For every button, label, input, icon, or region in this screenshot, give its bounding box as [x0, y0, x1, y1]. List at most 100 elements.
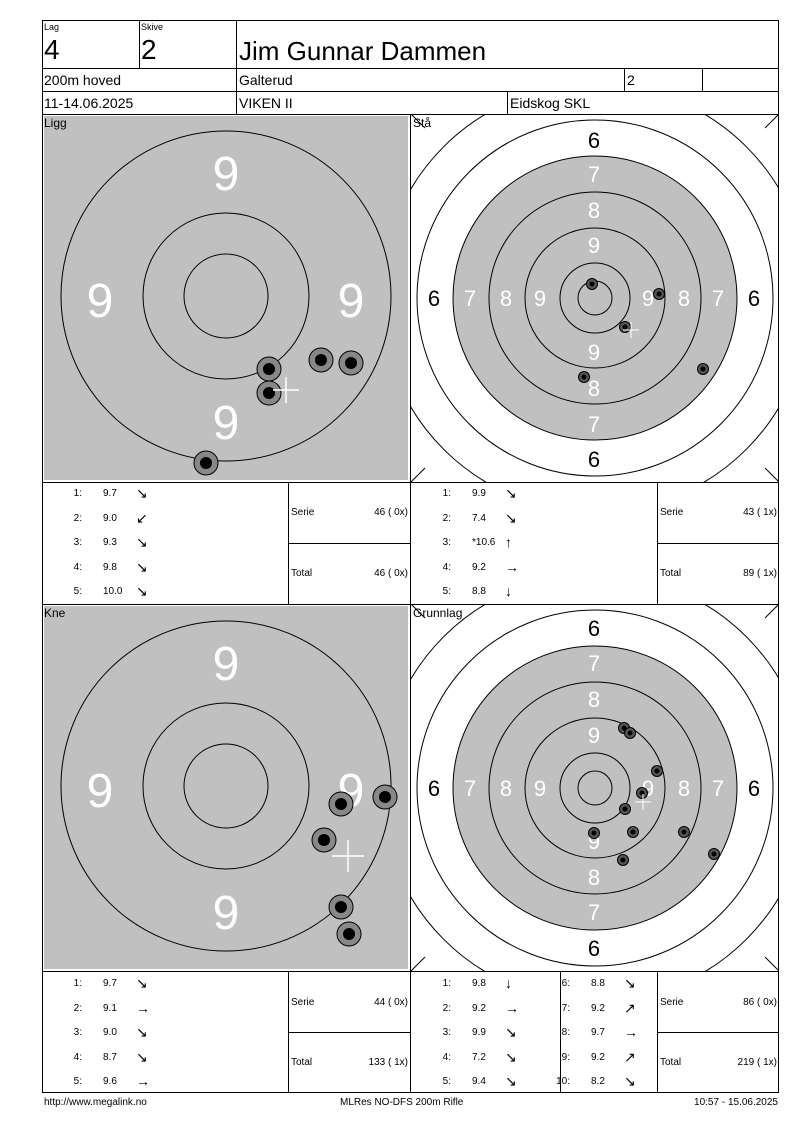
- shot-row: 3:9.9↘: [413, 1024, 533, 1041]
- shot-direction-arrow-icon: ↘: [505, 1073, 517, 1089]
- group-center-mark: [623, 322, 639, 338]
- shot-value: 8.2: [591, 1076, 605, 1087]
- shot-hole: [586, 278, 598, 290]
- ring-label: 9: [534, 776, 546, 801]
- club: Eidskog SKL: [510, 95, 591, 111]
- shot-value: 9.4: [472, 1076, 486, 1087]
- serie-value: 43 ( 1x): [743, 507, 777, 518]
- shot-hole: [651, 765, 663, 777]
- shot-row: 5:10.0↘: [44, 583, 164, 600]
- shot-number: 5:: [73, 586, 82, 597]
- shot-hole: [636, 787, 648, 799]
- shooter-name: Jim Gunnar Dammen: [239, 36, 487, 66]
- ring-8: [60, 130, 392, 462]
- shot-value: 9.9: [472, 1027, 486, 1038]
- corner-mark: [411, 114, 426, 129]
- shot-direction-arrow-icon: ↑: [505, 534, 512, 550]
- shot-value: 9.2: [472, 1002, 486, 1014]
- footer-url[interactable]: http://www.megalink.no: [44, 1097, 147, 1108]
- corner-mark: [411, 467, 426, 482]
- ring-5: [416, 119, 774, 477]
- sta-target: 6 6 6 6 7 7 7 7 8 8 8 8 9 9 9 9: [411, 114, 779, 482]
- ring-label: 8: [588, 687, 600, 712]
- shot-row: 2:9.2→: [413, 1000, 533, 1017]
- ring-label: 6: [588, 447, 600, 472]
- shot-value: 8.8: [472, 586, 486, 597]
- shot-row: 4:7.2↘: [413, 1049, 533, 1066]
- shot-direction-arrow-icon: ↘: [505, 509, 517, 526]
- divider: [42, 68, 779, 69]
- ring-label: 7: [464, 776, 476, 801]
- program: 200m hoved: [44, 72, 122, 88]
- shot-row: 5: 8.8 ↓: [413, 583, 533, 600]
- ring-label: 9: [338, 275, 365, 328]
- shot-row: 7:9.2↗: [532, 1000, 652, 1017]
- shot-row: 9:9.2↗: [532, 1049, 652, 1066]
- shot-value: 9.2: [591, 1051, 605, 1063]
- panel-label-grunnlag: Grunnlag: [413, 606, 463, 620]
- shot-number: 3:: [442, 1027, 451, 1038]
- serie-value: 46 ( 0x): [374, 507, 408, 518]
- corner-mark: [764, 114, 779, 129]
- divider: [42, 971, 779, 972]
- ring-9: [142, 702, 310, 870]
- ring-8: [60, 620, 392, 952]
- divider: [657, 1032, 779, 1033]
- shot-value: 9.8: [103, 561, 117, 573]
- shot-row: 4:9.2→: [413, 559, 533, 576]
- shot-row: 2:9.0↙: [44, 510, 164, 527]
- divider: [288, 543, 410, 544]
- location: Galterud: [239, 72, 293, 88]
- ring-label: 9: [87, 275, 114, 328]
- shot-number: 4:: [73, 1051, 82, 1063]
- total-value: 219 ( 1x): [737, 1057, 777, 1068]
- ring-label: 7: [588, 900, 600, 925]
- divider: [139, 20, 140, 68]
- shot-hole: [578, 371, 590, 383]
- ring-label: 9: [87, 765, 114, 818]
- divider: [42, 604, 779, 605]
- shot-value: 9.9: [472, 488, 486, 499]
- shot-direction-arrow-icon: ↘: [136, 534, 148, 550]
- shot-hole: [256, 380, 282, 406]
- ring-label: 6: [428, 776, 440, 801]
- ring-7: [488, 191, 702, 405]
- shot-hole: [653, 288, 665, 300]
- shot-hole: [708, 848, 720, 860]
- shot-hole: [372, 784, 398, 810]
- shot-direction-arrow-icon: ↓: [505, 583, 512, 599]
- ring-8: [524, 717, 666, 859]
- ring-label: 8: [678, 776, 690, 801]
- shot-hole: [624, 727, 636, 739]
- shot-row: 2:7.4↘: [413, 509, 533, 527]
- shot-number: 5:: [442, 586, 451, 597]
- divider: [657, 543, 779, 544]
- shot-direction-arrow-icon: →: [136, 999, 150, 1016]
- shot-row: 3:*10.6↑: [413, 534, 533, 551]
- shot-row: 1:9.7↘: [44, 485, 164, 502]
- shot-row: 8:9.7→: [532, 1024, 652, 1041]
- ring-10: [183, 743, 269, 829]
- shot-direction-arrow-icon: ↘: [136, 485, 148, 501]
- shot-value: 9.0: [103, 1027, 117, 1038]
- ring-label: 8: [588, 198, 600, 223]
- shot-row: 10:8.2↘: [532, 1073, 652, 1090]
- shot-hole: [328, 894, 354, 920]
- ring-label: 6: [588, 616, 600, 641]
- ring-label: 9: [213, 397, 240, 450]
- shot-value: 9.2: [591, 1002, 605, 1014]
- shot-row: 6:8.8↘: [532, 975, 652, 992]
- shot-value: 9.8: [472, 978, 486, 989]
- ligg-target: 9 9 9 9: [44, 116, 408, 480]
- ring-label: 6: [588, 936, 600, 961]
- serie-label: Serie: [660, 507, 684, 518]
- ring-label: 7: [464, 286, 476, 311]
- shot-hole: [617, 854, 629, 866]
- shot-number: 7:: [561, 1002, 570, 1014]
- group: VIKEN II: [239, 95, 293, 111]
- shot-direction-arrow-icon: ↘: [624, 1073, 636, 1089]
- shot-number: 1:: [442, 978, 451, 989]
- shot-direction-arrow-icon: ↘: [624, 975, 636, 991]
- shot-value: 9.1: [103, 1002, 117, 1014]
- ring-5: [416, 609, 774, 967]
